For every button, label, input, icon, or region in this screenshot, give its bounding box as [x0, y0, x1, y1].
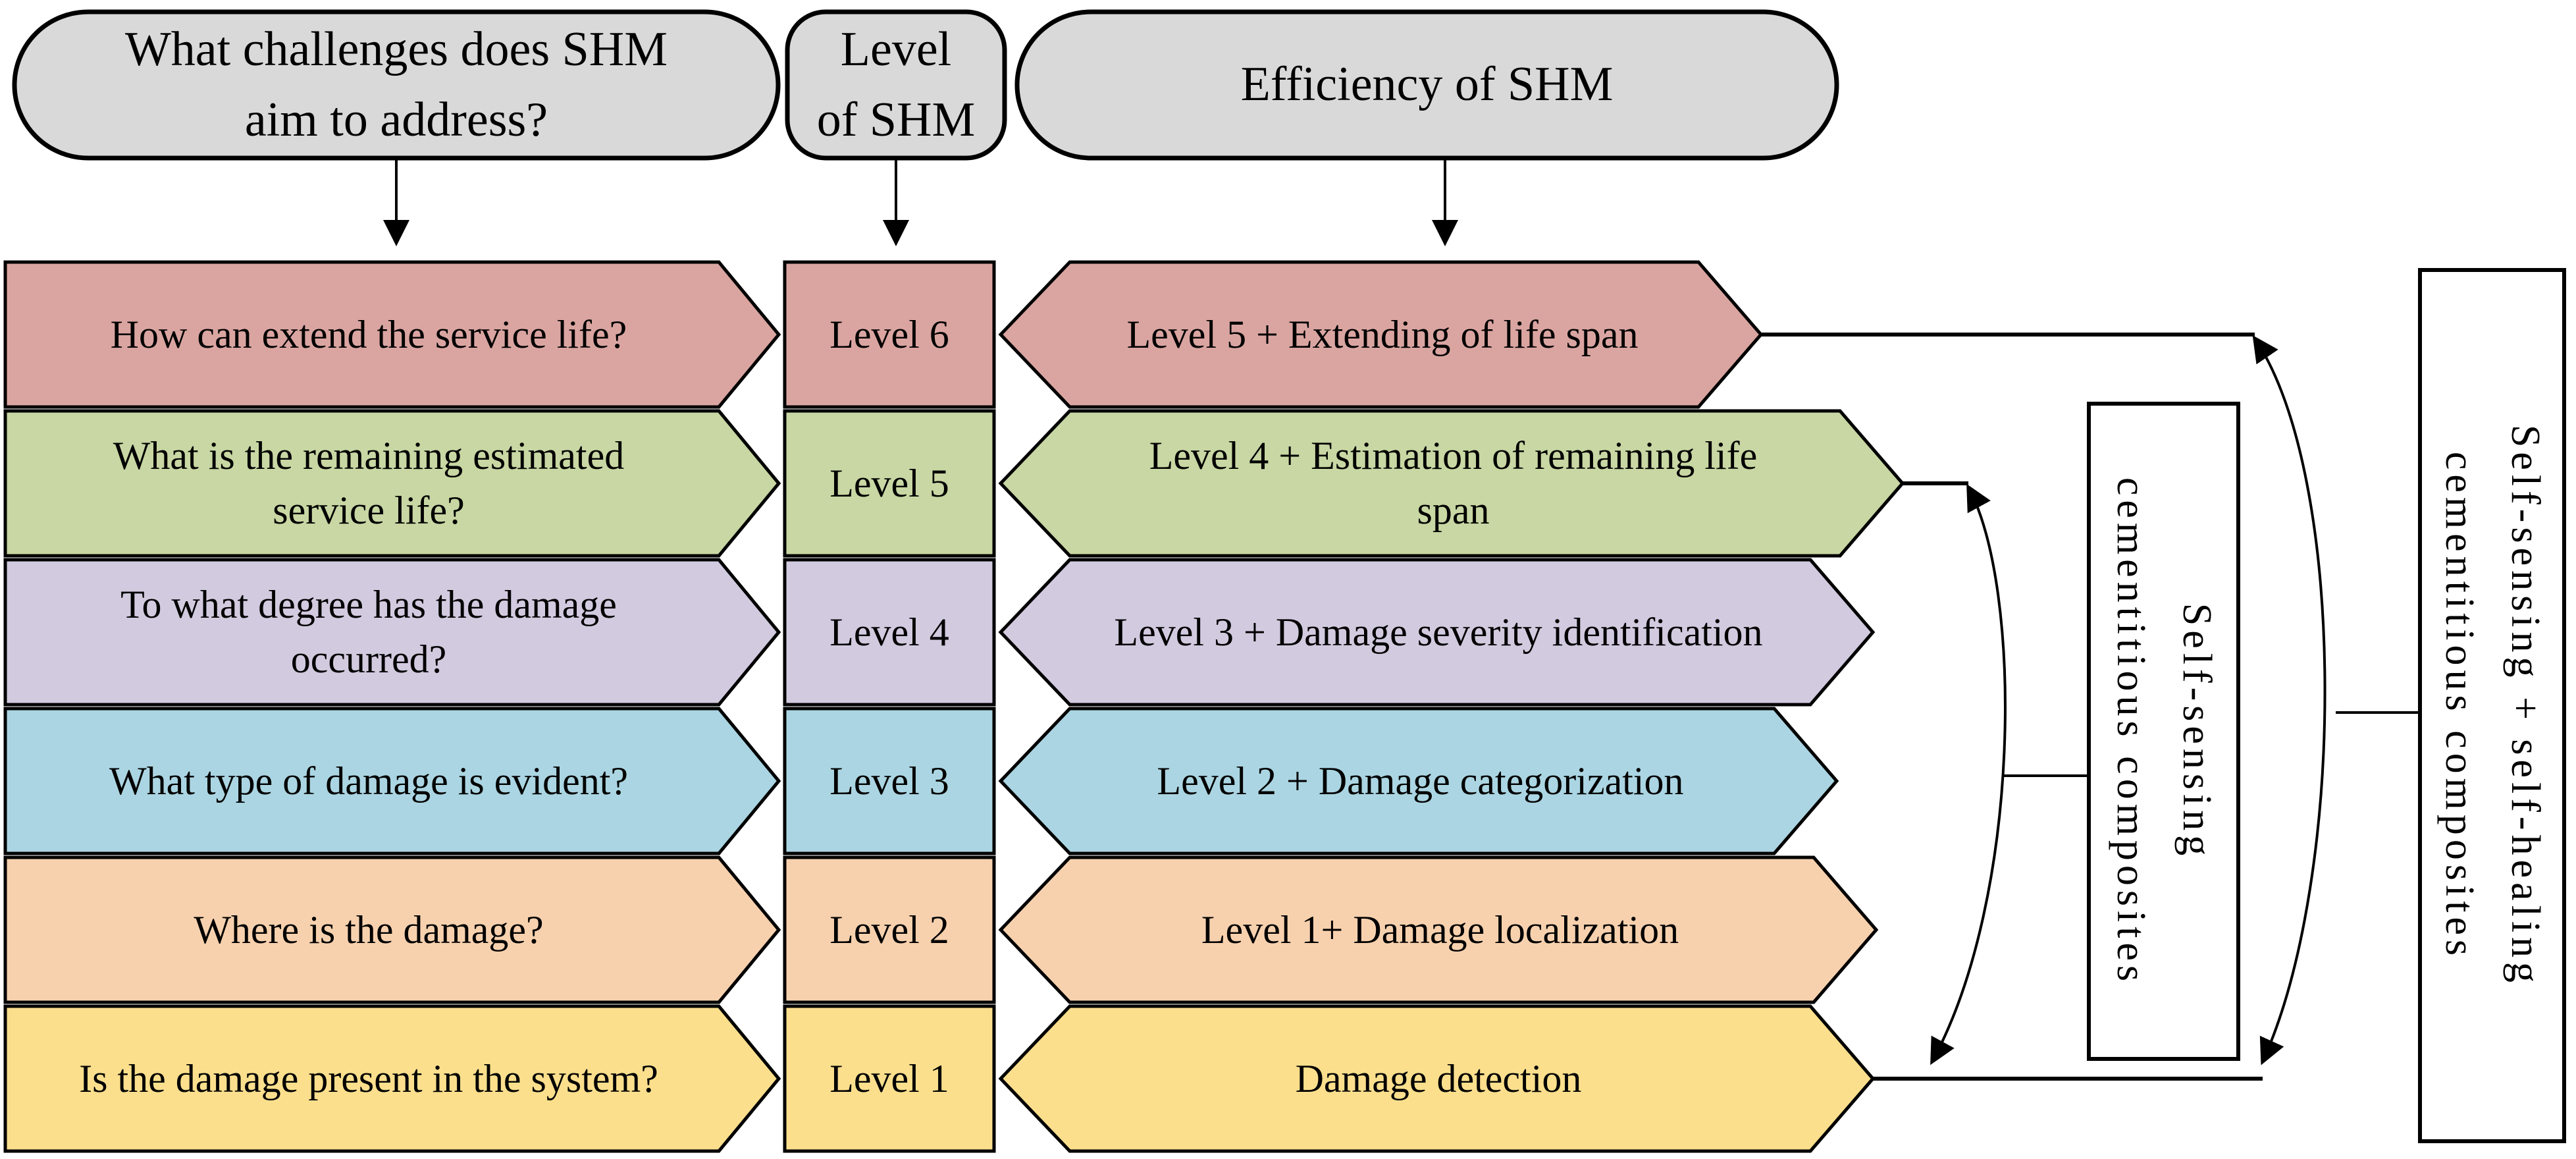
- question-arrow-row5: [3, 855, 781, 1004]
- level-box-row5: [783, 855, 996, 1004]
- efficiency-hexagon-row5: [998, 855, 1879, 1004]
- curve-arrow-self-sensing: [1930, 483, 2007, 1065]
- question-arrow-row1: [3, 260, 781, 409]
- level-box-row3: [783, 558, 996, 707]
- level-box-row1: [783, 260, 996, 409]
- curve-arrow-self-healing: [2252, 335, 2326, 1065]
- question-arrow-row6: [3, 1004, 781, 1153]
- bubble-level-of-shm: [785, 9, 1007, 161]
- question-arrow-row3: [3, 558, 781, 707]
- efficiency-hexagon-row2: [998, 409, 1905, 558]
- level-box-row6: [783, 1004, 996, 1153]
- box-self-sensing: [2087, 402, 2240, 1061]
- bubble-challenges: [12, 9, 781, 161]
- efficiency-hexagon-row4: [998, 707, 1839, 855]
- efficiency-hexagon-row1: [998, 260, 1764, 409]
- level-box-row4: [783, 707, 996, 855]
- question-arrow-row4: [3, 707, 781, 855]
- bubble-efficiency: [1014, 9, 1839, 161]
- box-self-sensing-healing: [2418, 268, 2566, 1143]
- efficiency-hexagon-row6: [998, 1004, 1876, 1153]
- question-arrow-row2: [3, 409, 781, 558]
- level-box-row2: [783, 409, 996, 558]
- efficiency-hexagon-row3: [998, 558, 1876, 707]
